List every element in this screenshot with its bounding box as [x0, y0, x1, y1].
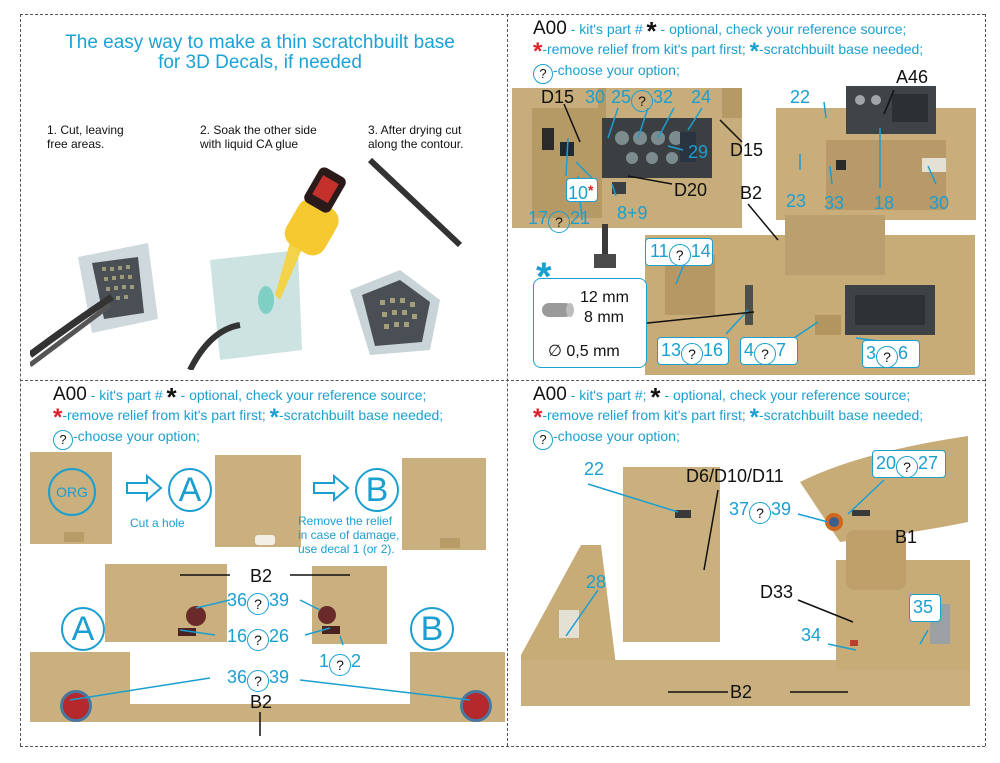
label-b2-body: B2 [250, 692, 273, 712]
label-d6-d10-d11: D6/D10/D11 [686, 466, 784, 486]
door-left-latch [178, 628, 196, 636]
label-d15-left: D15 [541, 87, 575, 107]
frame-left [20, 14, 21, 746]
pedal-photo [594, 224, 616, 268]
door-handle-relief [440, 538, 460, 548]
frame-bottom [20, 746, 985, 747]
option-b-badge: B [355, 468, 399, 512]
step-2: 2. Soak the other side with liquid CA gl… [200, 123, 317, 151]
dashboard-photo [512, 88, 742, 228]
part-10: 10* [566, 178, 598, 203]
part-16-26: 16?26 [227, 626, 289, 651]
label-b2-door: B2 [250, 566, 273, 586]
part-22-top: 22 [790, 87, 811, 107]
body-cutout [130, 652, 410, 704]
door-panel-d6 [623, 467, 720, 642]
part-30: 30 [585, 87, 606, 107]
instruction-title-line2: for 3D Decals, if needed [158, 52, 362, 73]
door-part-relief [402, 458, 486, 550]
part-13-16: 13?16 [661, 340, 723, 365]
step-3: 3. After drying cut along the contour. [368, 123, 464, 151]
arrow-right-icon [126, 474, 163, 502]
org-badge: ORG [48, 468, 96, 516]
step-1: 1. Cut, leaving free areas. [47, 123, 124, 151]
legend-top-right: A00 - kit's part # * - optional, check y… [533, 18, 973, 84]
frame-middle [20, 380, 985, 381]
door-left-handle [186, 606, 206, 626]
part-34: 34 [801, 625, 822, 645]
part-20-27: 20?27 [876, 453, 938, 478]
body-right-wheel [460, 690, 492, 722]
door-handle-org [64, 532, 84, 542]
part-36-39-top: 36?39 [227, 590, 289, 615]
option-b-label: B [410, 607, 454, 651]
part-33: 33 [824, 193, 845, 213]
legend-bottom-left: A00 - kit's part # * - optional, check y… [53, 384, 493, 450]
label-b2-top: B2 [740, 183, 763, 203]
label-d33: D33 [760, 582, 794, 602]
door-right-latch [322, 626, 340, 634]
bottom-left-leader-lines [69, 574, 471, 736]
part-4-7: 4?7 [744, 340, 786, 365]
part-28: 28 [586, 572, 607, 592]
door-hole-cut [255, 535, 275, 545]
part-24: 24 [691, 87, 712, 107]
seat-part-d33 [836, 530, 970, 670]
frame-right [985, 14, 986, 746]
label-a46: A46 [896, 67, 929, 87]
instruction-title-line1: The easy way to make a thin scratchbuilt… [65, 32, 455, 53]
part-35: 35 [913, 597, 934, 617]
arrow-right-icon-2 [313, 474, 350, 502]
part-29: 29 [688, 142, 709, 162]
part-3-6: 3?6 [866, 343, 908, 368]
frame-top [20, 14, 985, 15]
step1-photo [30, 243, 158, 367]
door-part-cut [215, 455, 301, 547]
label-b2-floor: B2 [730, 682, 753, 702]
door-left [105, 564, 227, 642]
part-23: 23 [786, 191, 807, 211]
part-17-21: 17?21 [528, 208, 590, 233]
label-b1: B1 [895, 527, 918, 547]
legend-bottom-right: A00 - kit's part #; * - optional, check … [533, 384, 973, 450]
part-30-right: 30 [929, 193, 950, 213]
part-18: 18 [874, 193, 895, 213]
door-panel-label [675, 510, 691, 518]
top-right-leader-lines [563, 89, 937, 343]
part-11-14: 11?14 [650, 241, 711, 266]
base-dimensions-box: 12 mm 8 mm ∅ 0,5 mm [533, 278, 647, 368]
part-22-bottom: 22 [584, 459, 605, 479]
rod-icon [542, 303, 574, 317]
label-d20: D20 [674, 180, 708, 200]
step2-photo [187, 167, 346, 370]
cut-hole-caption: Cut a hole [130, 516, 185, 530]
option-a-label: A [61, 607, 105, 651]
option-a-badge: A [168, 468, 212, 512]
part-36-39-bottom: 36?39 [227, 667, 289, 692]
part-8-9: 8+9 [617, 203, 648, 223]
step3-photo [350, 157, 463, 355]
body-left-wheel [60, 690, 92, 722]
label-d15-right: D15 [730, 140, 764, 160]
bottom-right-leader-lines [565, 479, 929, 693]
door-right-handle [318, 606, 336, 624]
part-25: 25?32 [611, 87, 673, 112]
remove-relief-caption: Remove the relief in case of damage, use… [298, 514, 400, 556]
frame-center [507, 14, 508, 746]
part-37-39: 37?39 [729, 499, 791, 524]
part-1-2: 1?2 [319, 651, 361, 676]
radio-shelf-photo [776, 86, 976, 220]
callout-35 [909, 594, 941, 622]
